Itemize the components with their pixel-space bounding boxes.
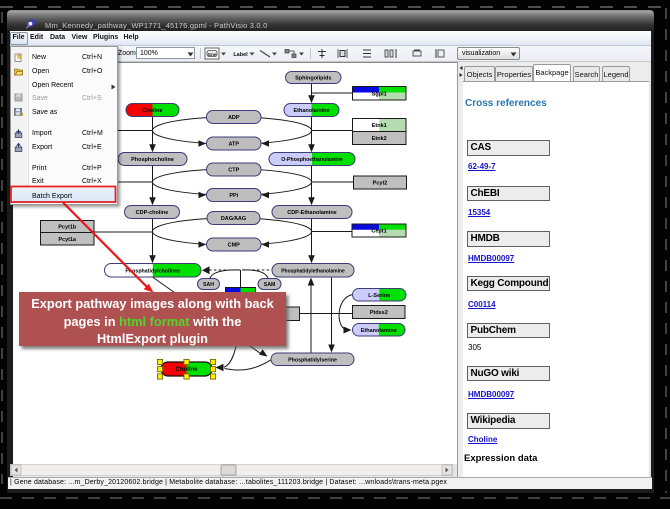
svg-text:SAM: SAM bbox=[264, 282, 276, 288]
svg-text:CTP: CTP bbox=[228, 168, 239, 174]
svg-text:Etnk2: Etnk2 bbox=[372, 136, 387, 142]
svg-text:Ethanolamine: Ethanolamine bbox=[361, 328, 397, 334]
svg-text:Phosphatidylethanolamine: Phosphatidylethanolamine bbox=[281, 268, 345, 274]
svg-text:Etnk1: Etnk1 bbox=[372, 123, 387, 129]
svg-text:Choline: Choline bbox=[142, 108, 162, 114]
svg-text:Label: Label bbox=[233, 52, 248, 58]
svg-text:ADP: ADP bbox=[228, 115, 240, 121]
svg-text:Phosphatidylcholines: Phosphatidylcholines bbox=[125, 268, 180, 274]
svg-text:Cept1: Cept1 bbox=[371, 229, 386, 235]
svg-text:PPi: PPi bbox=[229, 193, 238, 199]
svg-text:CDP-Ethanolamine: CDP-Ethanolamine bbox=[287, 210, 337, 216]
svg-text:Ptdss2: Ptdss2 bbox=[370, 310, 388, 316]
svg-text:Phosphocholine: Phosphocholine bbox=[131, 157, 174, 163]
svg-text:SAH: SAH bbox=[203, 282, 214, 288]
svg-text:O-Phosphoethanolamine: O-Phosphoethanolamine bbox=[281, 157, 343, 163]
svg-text:CMP: CMP bbox=[228, 243, 241, 249]
svg-text:Pcyt2: Pcyt2 bbox=[373, 181, 388, 187]
svg-text:Sgpl1: Sgpl1 bbox=[372, 91, 387, 97]
svg-text:Pcyt1b: Pcyt1b bbox=[58, 225, 77, 231]
svg-text:Pcyt1a: Pcyt1a bbox=[58, 237, 77, 243]
svg-text:ATP: ATP bbox=[228, 142, 239, 148]
svg-text:L-Serine: L-Serine bbox=[368, 293, 390, 299]
svg-text:Phosphatidylserine: Phosphatidylserine bbox=[288, 357, 337, 363]
svg-text:Ethanolamine: Ethanolamine bbox=[293, 108, 329, 114]
svg-text:Sphingolipids: Sphingolipids bbox=[295, 76, 331, 82]
svg-text:Choline: Choline bbox=[176, 367, 199, 373]
svg-text:DAG⁄AAG: DAG⁄AAG bbox=[221, 216, 246, 222]
svg-text:Gne: Gne bbox=[208, 52, 217, 57]
svg-text:CDP-choline: CDP-choline bbox=[136, 210, 169, 216]
